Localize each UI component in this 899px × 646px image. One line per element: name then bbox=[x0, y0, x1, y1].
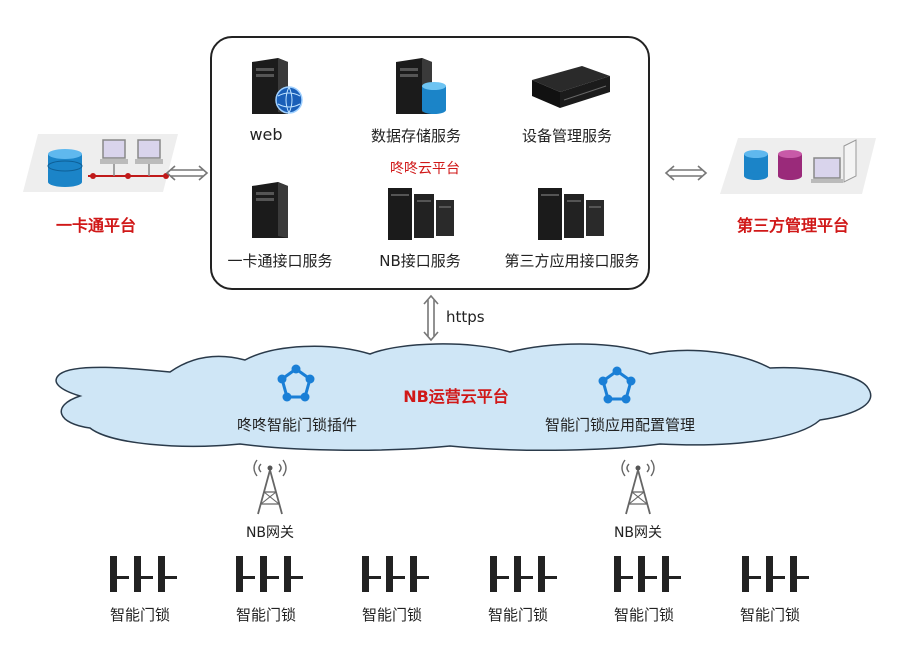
bidirectional-arrow-icon bbox=[165, 165, 209, 181]
smart-lock-group-icon bbox=[742, 556, 809, 592]
smart-lock-group-icon bbox=[614, 556, 681, 592]
lock-label-6: 智能门锁 bbox=[739, 606, 800, 624]
service-label-third-party-interface: 第三方应用接口服务 bbox=[504, 252, 640, 270]
smart-lock-group-icon bbox=[362, 556, 429, 592]
network-node-icon bbox=[277, 364, 315, 402]
web-server-icon bbox=[252, 58, 303, 114]
lock-label-3: 智能门锁 bbox=[361, 606, 422, 624]
lock-label-4: 智能门锁 bbox=[487, 606, 548, 624]
storage-server-icon bbox=[396, 58, 446, 114]
lock-label-5: 智能门锁 bbox=[613, 606, 674, 624]
databases-computer-icon bbox=[720, 138, 876, 194]
lock-label-2: 智能门锁 bbox=[235, 606, 296, 624]
database-computers-icon bbox=[23, 134, 178, 192]
tower-server-icon bbox=[252, 182, 288, 238]
server-rack-icon bbox=[388, 188, 454, 240]
cloud-plugin-label-config: 智能门锁应用配置管理 bbox=[544, 416, 695, 434]
right-platform-label: 第三方管理平台 bbox=[736, 216, 849, 235]
service-label-web: web bbox=[249, 125, 283, 144]
service-label-device: 设备管理服务 bbox=[521, 127, 612, 145]
service-label-nb-interface: NB接口服务 bbox=[379, 252, 461, 270]
service-label-card-interface: 一卡通接口服务 bbox=[227, 252, 333, 270]
vertical-double-arrow-icon bbox=[423, 294, 439, 342]
cloud-title: NB运营云平台 bbox=[403, 387, 509, 406]
device-server-icon bbox=[532, 66, 610, 108]
left-platform-label: 一卡通平台 bbox=[55, 216, 136, 235]
cloud-plugin-label-lock: 咚咚智能门锁插件 bbox=[236, 416, 357, 434]
server-rack-icon bbox=[538, 188, 604, 240]
gateway-label-right: NB网关 bbox=[613, 525, 663, 541]
bidirectional-arrow-icon bbox=[664, 165, 708, 181]
signal-tower-icon bbox=[253, 459, 287, 515]
smart-lock-group-icon bbox=[236, 556, 303, 592]
service-label-storage: 数据存储服务 bbox=[370, 127, 461, 145]
lock-label-1: 智能门锁 bbox=[109, 606, 170, 624]
signal-tower-icon bbox=[621, 459, 655, 515]
https-label: https bbox=[446, 308, 485, 326]
smart-lock-group-icon bbox=[110, 556, 177, 592]
cloud-shape bbox=[55, 343, 872, 452]
smart-lock-group-icon bbox=[490, 556, 557, 592]
network-node-icon bbox=[598, 366, 636, 404]
gateway-label-left: NB网关 bbox=[245, 525, 295, 541]
center-platform-title: 咚咚云平台 bbox=[390, 161, 460, 177]
